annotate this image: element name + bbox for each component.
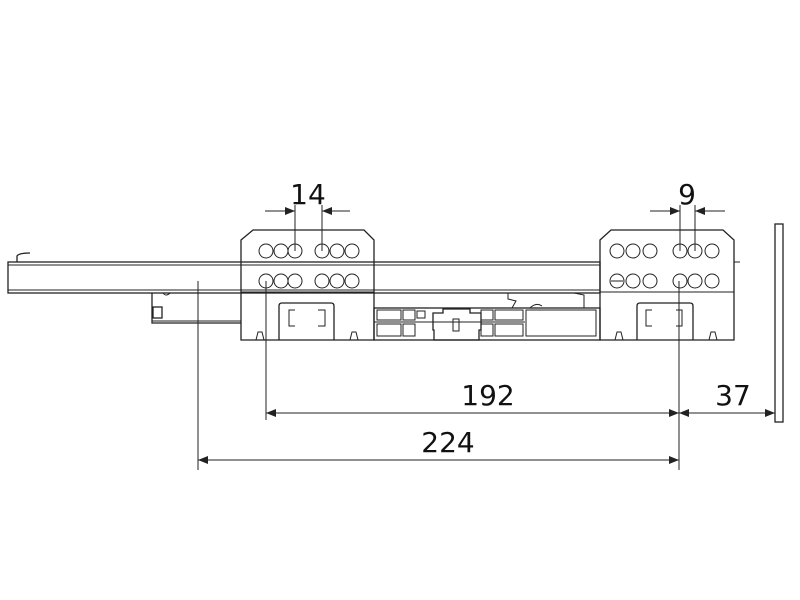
dimension-224: 224: [421, 426, 474, 459]
dimension-37: 37: [715, 379, 751, 412]
dimension-lines: [197, 205, 775, 470]
dimension-192: 192: [461, 379, 514, 412]
dimension-14: 14: [290, 178, 326, 211]
drawer-front-panel: [774, 223, 784, 423]
left-mounting-bracket: [240, 229, 375, 341]
right-mounting-bracket: [599, 229, 735, 341]
dimension-9: 9: [678, 178, 696, 211]
lower-runner: [151, 292, 601, 341]
